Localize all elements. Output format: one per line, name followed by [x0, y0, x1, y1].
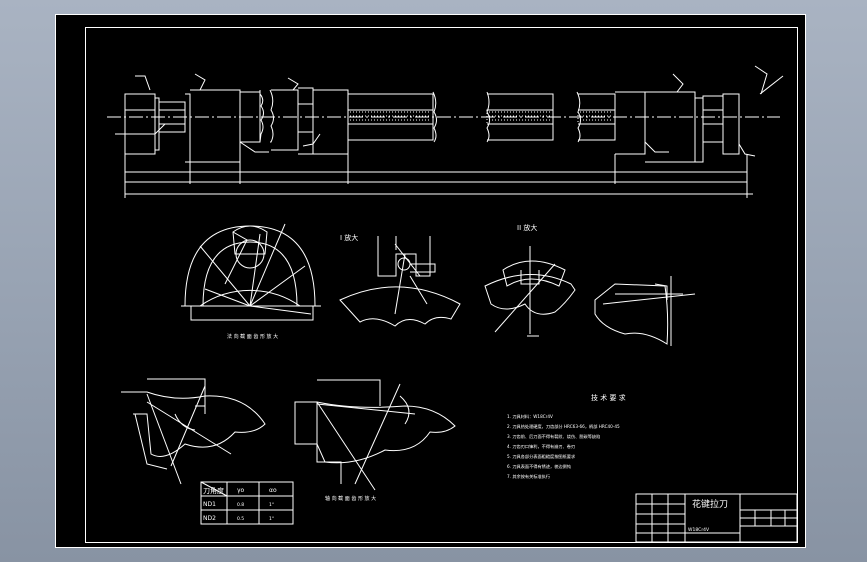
tech-requirements-title: 技 术 要 求 — [591, 393, 626, 402]
tech-item: 3. 刀齿前、后刀面不得有裂纹、烧伤、脱碳等缺陷 — [507, 433, 600, 440]
angle-table-col2: αo — [269, 487, 277, 494]
normal-section-caption: 法 向 截 面 齿 形 放 大 — [227, 333, 278, 340]
cad-drawing: I 放大 II 放大 法 向 截 面 齿 形 放 大 轴 向 截 面 齿 形 放… — [55, 14, 806, 548]
inner-frame — [85, 27, 798, 543]
tooth-section-left — [121, 378, 266, 485]
axial-section-caption: 轴 向 截 面 齿 形 放 大 — [325, 495, 376, 502]
tooth-section-middle — [294, 379, 456, 491]
tech-item: 6. 刀具表面不得有锈迹，棱边倒钝 — [507, 463, 572, 470]
drawing-sheet: I 放大 II 放大 法 向 截 面 齿 形 放 大 轴 向 截 面 齿 形 放… — [55, 14, 806, 548]
tech-item: 7. 其余按有关标准执行 — [507, 473, 550, 480]
detail-one-label: I 放大 — [340, 233, 358, 242]
angle-table-cell: 0.5 — [237, 516, 244, 522]
title-block-material: W18Cr4V — [688, 527, 710, 533]
title-block-name: 花键拉刀 — [692, 498, 728, 510]
tech-item: 1. 刀具材料：W18Cr4V — [507, 413, 553, 420]
angle-table-cell: 0.8 — [237, 502, 244, 508]
half-section-view — [181, 223, 321, 321]
title-block-grid — [635, 493, 798, 543]
tech-item: 2. 刀具热处理硬度，刀齿部分 HRC63-66，柄部 HRC40-45 — [507, 423, 620, 430]
angle-table-cell: 1° — [269, 502, 274, 508]
tech-item: 5. 刀具各部分表面粗糙度按图纸要求 — [507, 453, 576, 460]
tooth-profile-view — [594, 276, 696, 346]
broach-main-view — [107, 65, 784, 198]
angle-table-col1: γo — [237, 487, 245, 494]
teeth-hatching — [347, 109, 616, 125]
detail-view-one — [339, 236, 461, 327]
outer-frame — [55, 14, 806, 548]
detail-view-two — [484, 246, 576, 337]
tech-item: 4. 刀齿刃口锋利，不得有崩刃、卷刃 — [507, 443, 575, 450]
angle-table-grid — [200, 481, 294, 525]
detail-two-label: II 放大 — [517, 223, 537, 232]
tech-requirements-list: 1. 刀具材料：W18Cr4V 2. 刀具热处理硬度，刀齿部分 HRC63-66… — [507, 413, 620, 480]
angle-table-row-name: ND1 — [203, 501, 216, 508]
angle-table-cell: 1° — [269, 516, 274, 522]
angle-table-corner: 刀角度 — [203, 486, 224, 495]
angle-table-row-name: ND2 — [203, 515, 216, 522]
